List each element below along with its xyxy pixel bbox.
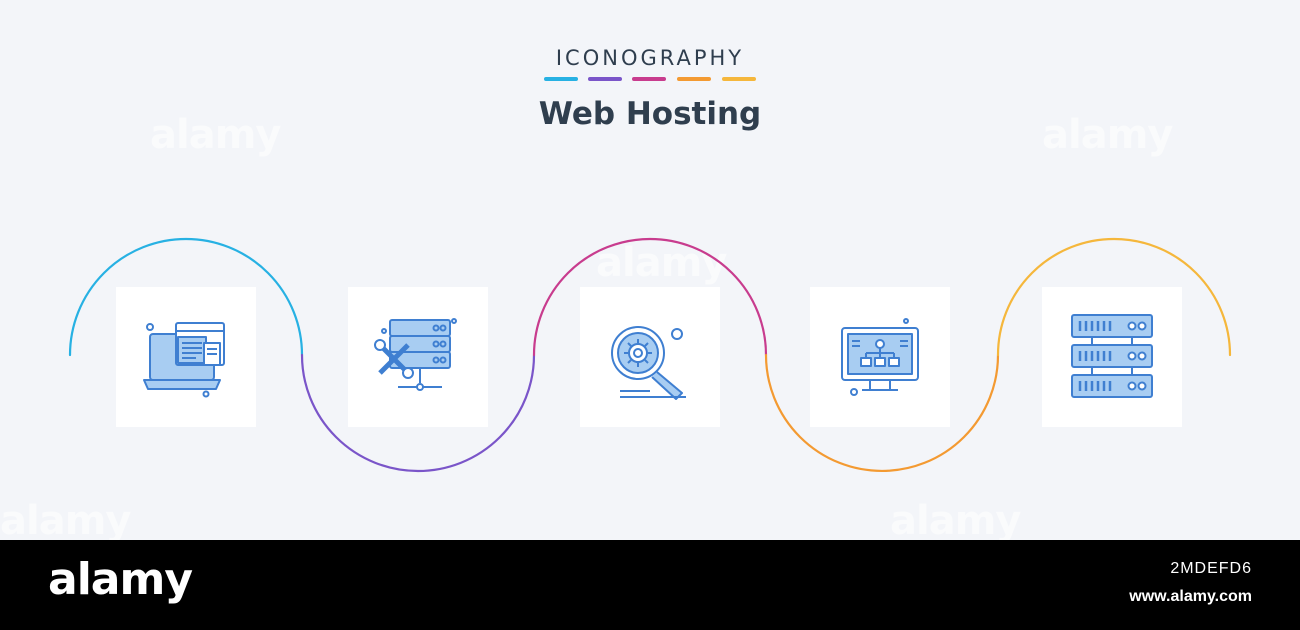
brand-logo: alamy	[48, 554, 193, 605]
wave-arc	[300, 353, 536, 473]
server-rack-icon	[1071, 314, 1153, 398]
stock-footer: alamy 2MDEFD6 www.alamy.com	[0, 540, 1300, 630]
color-bar	[588, 77, 622, 81]
wave-arc	[68, 237, 304, 357]
page-title: Web Hosting	[538, 96, 762, 132]
color-bar	[544, 77, 578, 81]
image-meta: 2MDEFD6 www.alamy.com	[1129, 560, 1252, 606]
icon-tile	[116, 287, 256, 427]
kicker-label: ICONOGRAPHY	[555, 46, 745, 70]
color-bar	[677, 77, 711, 81]
image-id: 2MDEFD6	[1170, 560, 1252, 577]
watermark: alamy	[150, 112, 281, 158]
color-bar	[722, 77, 756, 81]
icon-tile	[810, 287, 950, 427]
icon-tile	[580, 287, 720, 427]
connector-wave	[68, 237, 1232, 473]
site-url[interactable]: www.alamy.com	[1129, 588, 1252, 605]
laptop-web-pages-icon	[143, 322, 225, 398]
watermark: alamy	[596, 240, 727, 286]
search-gear-icon	[611, 326, 686, 400]
icon-tile	[348, 287, 488, 427]
watermark: alamy	[890, 498, 1021, 544]
kicker-color-bars	[544, 77, 756, 81]
wave-arc	[764, 353, 1000, 473]
monitor-sitemap-icon	[841, 318, 919, 396]
wave-arc	[996, 237, 1232, 357]
wave-arc	[532, 237, 768, 357]
watermark: alamy	[1042, 112, 1173, 158]
icon-set-canvas: alamy alamy alamy alamy alamy ICONOGRAPH…	[68, 46, 1232, 473]
server-tools-icon	[374, 318, 457, 391]
icon-tile	[1042, 287, 1182, 427]
color-bar	[632, 77, 666, 81]
watermark: alamy	[0, 498, 131, 544]
